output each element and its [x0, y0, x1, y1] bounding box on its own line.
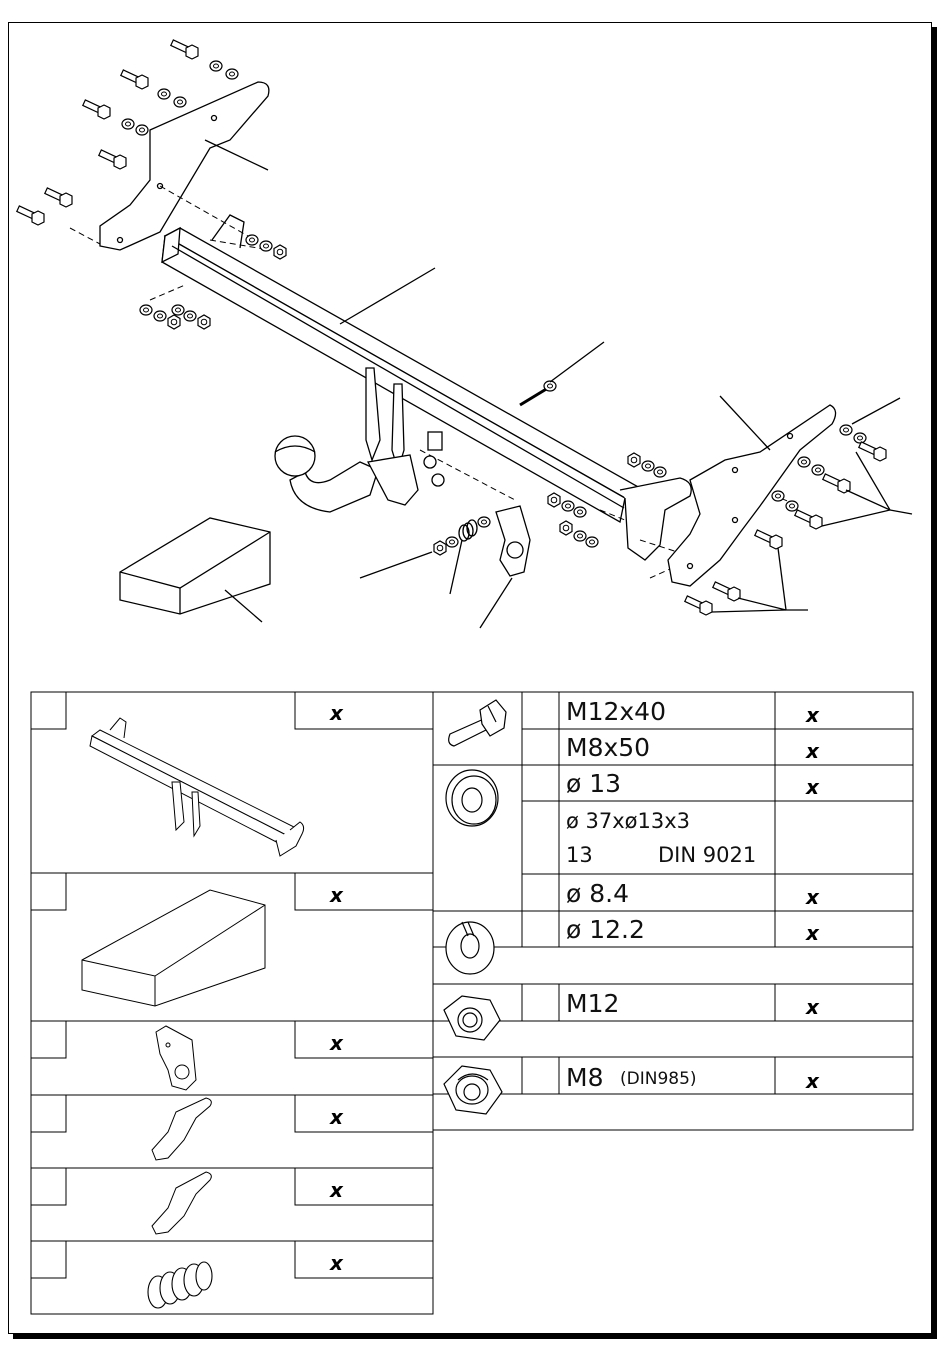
qty-nut-m12: x — [805, 995, 820, 1019]
nut-m8-icon — [444, 1066, 502, 1114]
label-bolt-m12: M12x40 — [566, 697, 666, 726]
right-bracket — [668, 405, 836, 586]
label-bolt-m8: M8x50 — [566, 733, 650, 762]
package-box-large — [120, 518, 270, 622]
leader-line-5 — [450, 540, 462, 594]
crossbar-beam — [162, 215, 691, 560]
right-part-labels: M12x40 x M8x50 x ø 13 x ø 37xø13x3 13 DI… — [566, 697, 820, 1093]
label-washer-big-2a: 13 — [566, 843, 593, 867]
towball — [275, 436, 315, 476]
spring-washer-icon — [446, 922, 494, 974]
leader-line-7 — [720, 396, 770, 450]
qty-nut-m8: x — [805, 1069, 820, 1093]
leader-line-6 — [480, 578, 512, 628]
nut-m12-icon — [444, 996, 500, 1040]
thumb-bracket-a — [152, 1098, 211, 1160]
thumb-socket-plate — [156, 1026, 196, 1090]
exploded-assembly-view — [17, 40, 912, 628]
qty-bracket-a: x — [329, 1105, 344, 1129]
label-spring-washer: ø 12.2 — [566, 915, 645, 944]
washer-icon — [446, 770, 498, 826]
qty-box: x — [329, 883, 344, 907]
parts-table-right — [433, 692, 913, 1130]
qty-spring-washer: x — [805, 921, 820, 945]
qty-bolt-m12: x — [805, 703, 820, 727]
label-washer-84: ø 8.4 — [566, 879, 629, 908]
leader-line-1 — [205, 140, 268, 170]
qty-spring: x — [329, 1251, 344, 1275]
left-qty-marks: x x x x x x — [329, 701, 344, 1275]
label-nut-m8-note: (DIN985) — [620, 1069, 697, 1089]
qty-washer-84: x — [805, 885, 820, 909]
leader-line-8 — [852, 398, 900, 424]
qty-crossbar: x — [329, 701, 344, 725]
leader-line-11 — [225, 590, 262, 622]
thumb-spring — [148, 1262, 212, 1308]
thumb-package-box — [82, 890, 265, 1006]
thumb-crossbar — [90, 718, 304, 856]
qty-socket-plate: x — [329, 1031, 344, 1055]
leader-line-2 — [340, 268, 435, 324]
thumb-bracket-b — [152, 1172, 211, 1234]
socket-plate — [496, 506, 530, 576]
leader-line-3 — [550, 342, 604, 382]
qty-washer-13: x — [805, 775, 820, 799]
leader-line-9 — [890, 510, 912, 514]
parts-table-left — [31, 692, 433, 1314]
label-washer-13: ø 13 — [566, 769, 621, 798]
label-washer-big-1: ø 37xø13x3 — [566, 809, 690, 833]
qty-bolt-m8: x — [805, 739, 820, 763]
label-washer-big-2b: DIN 9021 — [658, 843, 756, 867]
spring-small — [459, 520, 477, 541]
label-nut-m12: M12 — [566, 989, 619, 1018]
bolt-icon — [449, 700, 506, 746]
leader-line-4 — [360, 552, 432, 578]
label-nut-m8: M8 — [566, 1063, 603, 1092]
qty-bracket-b: x — [329, 1178, 344, 1202]
